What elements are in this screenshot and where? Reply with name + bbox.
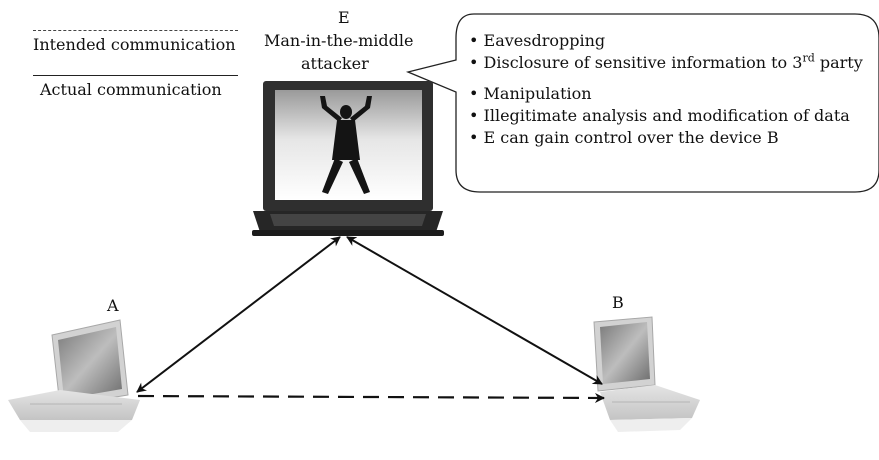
speech-bubble [405, 13, 879, 193]
attacker-id-label: E [338, 8, 350, 27]
laptop-b [593, 316, 700, 432]
bubble-item-disclosure: • Disclosure of sensitive information to… [469, 51, 863, 72]
attacker-laptop [252, 81, 444, 236]
attacker-title-line1: Man-in-the-middle [264, 31, 414, 50]
device-a-label: A [107, 296, 119, 315]
attacker-title-line2: attacker [301, 54, 369, 73]
arrow-a-to-e [136, 236, 341, 393]
bubble-item-manipulation: • Manipulation [469, 84, 592, 103]
bubble-item-eavesdropping: • Eavesdropping [469, 31, 606, 50]
legend-dashed-line [33, 30, 238, 31]
attack-effects-list: • Eavesdropping • Disclosure of sensitiv… [469, 30, 874, 149]
laptop-a [8, 319, 140, 432]
attacker-silhouette-icon [320, 96, 372, 194]
legend-actual-label: Actual communication [40, 80, 222, 99]
bubble-gap [469, 74, 874, 83]
arrow-a-to-b-dashed [137, 392, 605, 403]
bubble-item-illegitimate-analysis: • Illegitimate analysis and modification… [469, 106, 850, 125]
bubble-item-control: • E can gain control over the device B [469, 128, 779, 147]
legend-solid-line [33, 75, 238, 76]
device-b-label: B [612, 293, 624, 312]
arrow-e-to-b [346, 236, 603, 385]
legend-intended-label: Intended communication [33, 35, 236, 54]
